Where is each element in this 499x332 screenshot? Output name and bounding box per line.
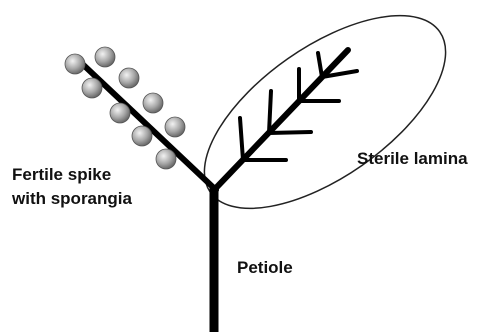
sporangium (143, 93, 163, 113)
pinna (318, 53, 322, 77)
sporangium (95, 47, 115, 67)
sporangia-cluster (65, 47, 185, 169)
sterile-lamina-label: Sterile lamina (357, 147, 468, 171)
sporangium (165, 117, 185, 137)
pinna (269, 91, 271, 133)
pinna (240, 118, 243, 160)
pinna (269, 132, 311, 133)
sporangium (132, 126, 152, 146)
lamina-rachis (214, 50, 348, 190)
sporangium (119, 68, 139, 88)
fertile-spike-label: Fertile spike with sporangia (12, 163, 132, 211)
sporangium (82, 78, 102, 98)
fertile-spike-label-line2: with sporangia (12, 187, 132, 211)
fertile-spike-label-line1: Fertile spike (12, 163, 132, 187)
sporangium (65, 54, 85, 74)
sterile-lamina-outline (173, 0, 477, 246)
sporangium (110, 103, 130, 123)
sporangium (156, 149, 176, 169)
petiole-label: Petiole (237, 256, 293, 280)
